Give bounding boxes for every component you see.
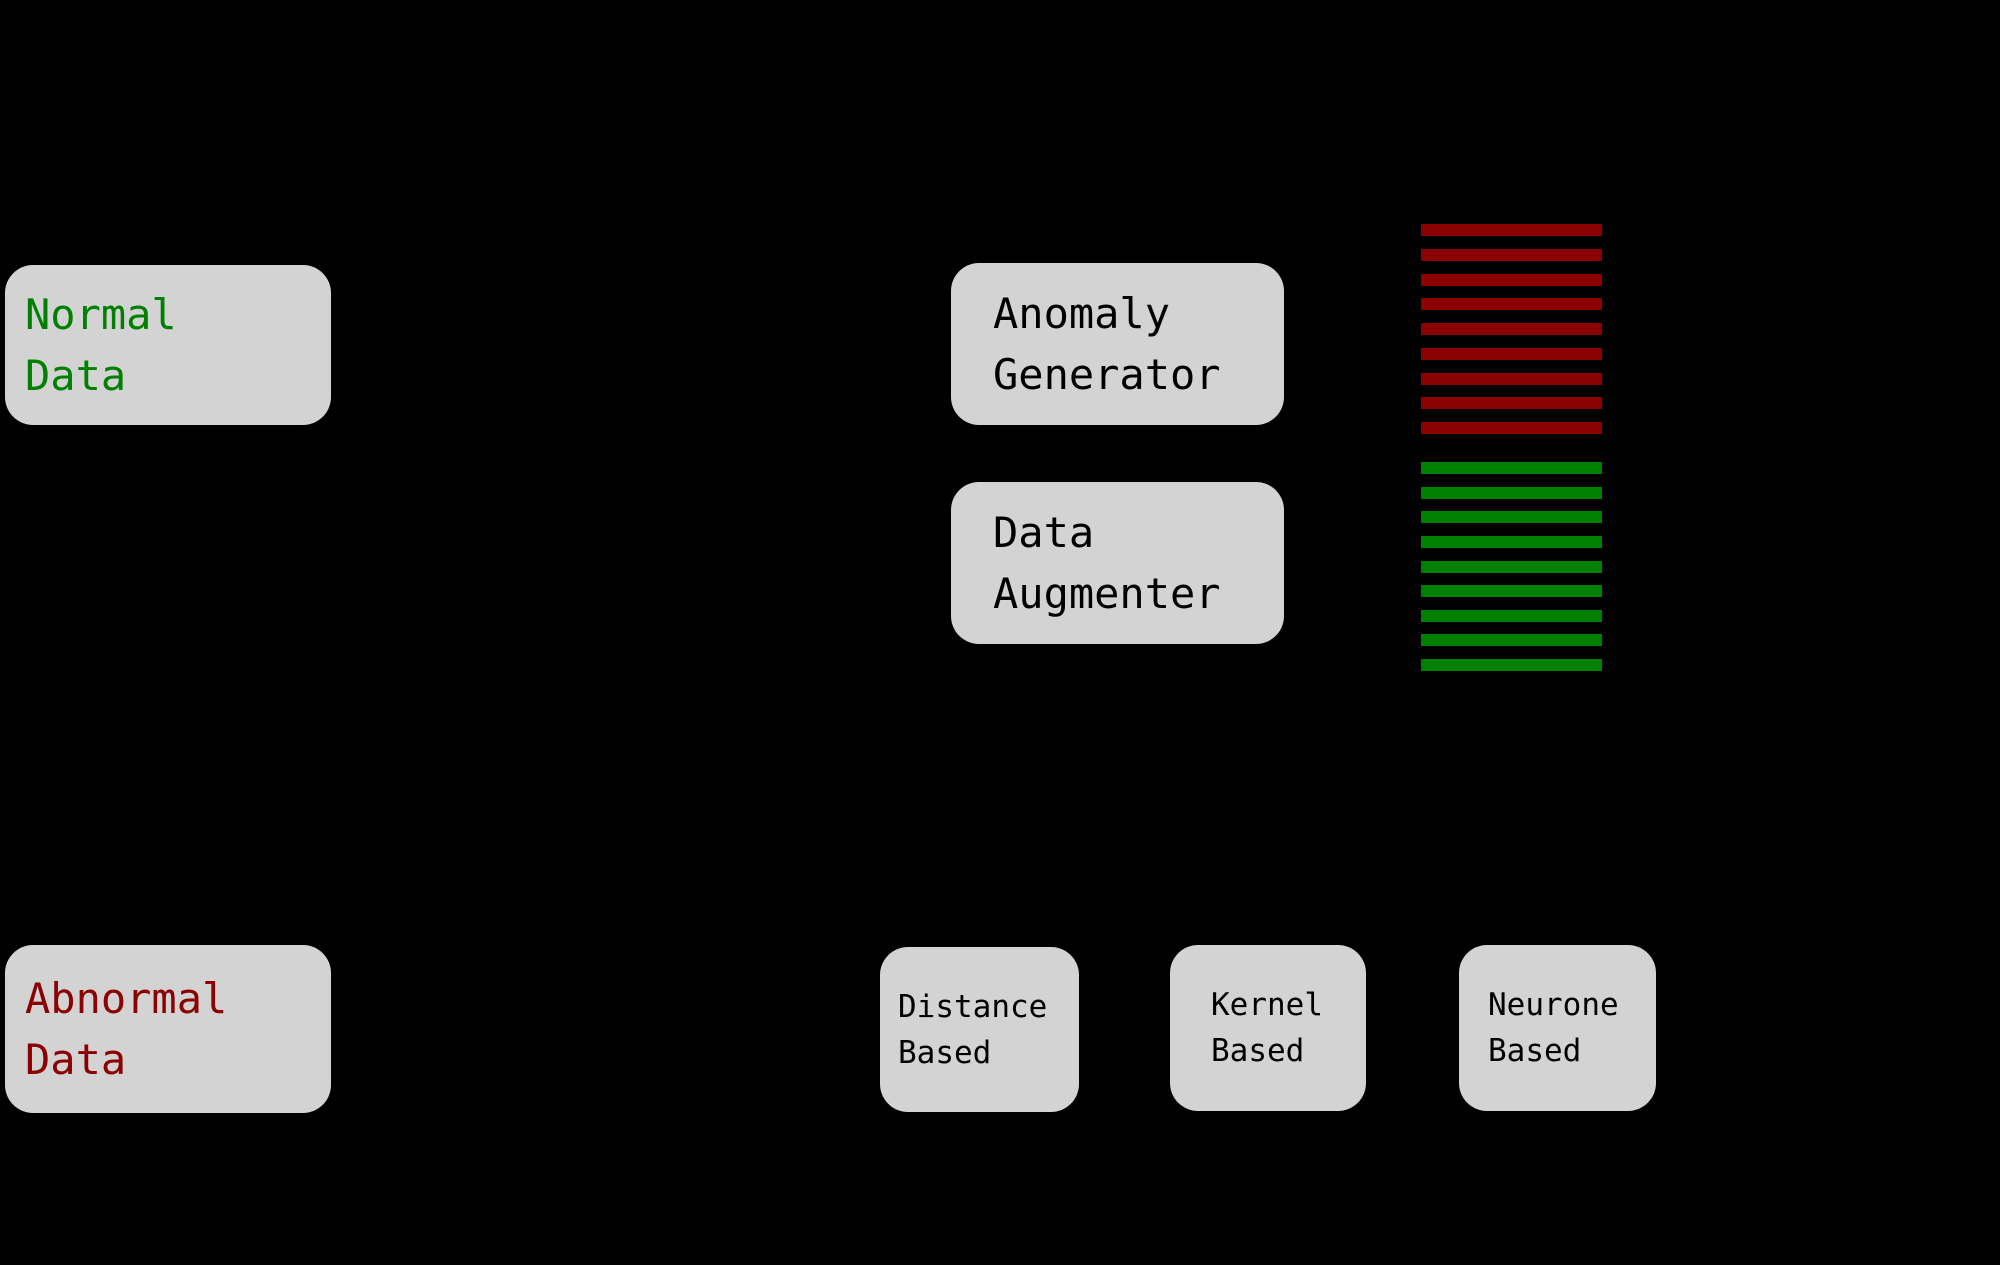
augmented-data-stripe — [1421, 560, 1602, 573]
node-abnormal-data-label-line1: Abnormal — [25, 974, 228, 1023]
node-anomaly-generator: Anomaly Generator — [951, 263, 1284, 425]
augmented-data-stripe — [1421, 486, 1602, 499]
node-normal-data-label-line1: Normal — [25, 290, 177, 339]
anomaly-data-stripe — [1421, 347, 1602, 360]
anomaly-data-stripe — [1421, 298, 1602, 311]
node-distance-based: Distance Based — [880, 947, 1079, 1112]
node-abnormal-data: Abnormal Data — [5, 945, 331, 1113]
augmented-data-stripe — [1421, 634, 1602, 647]
anomaly-data-stripe — [1421, 224, 1602, 236]
node-normal-data: Normal Data — [5, 265, 331, 425]
anomaly-data-stripe — [1421, 397, 1602, 410]
node-distance-based-label-line2: Based — [898, 1034, 992, 1071]
anomaly-data-stripe — [1421, 323, 1602, 335]
node-neurone-based: Neurone Based — [1459, 945, 1656, 1111]
augmented-data-stripe — [1421, 511, 1602, 524]
node-distance-based-label-line1: Distance — [898, 988, 1048, 1025]
augmented-data-stripe — [1421, 462, 1602, 474]
node-neurone-based-label-line1: Neurone — [1488, 987, 1619, 1023]
node-anomaly-generator-label-line2: Generator — [993, 350, 1221, 399]
node-abnormal-data-label-line2: Data — [25, 1035, 127, 1084]
augmented-data-stripe — [1421, 535, 1602, 548]
augmented-data-stripe — [1421, 609, 1602, 622]
node-data-augmenter-label-line2: Augmenter — [993, 569, 1221, 618]
node-anomaly-generator-label-line1: Anomaly — [993, 289, 1171, 338]
node-data-augmenter-label-line1: Data — [993, 508, 1095, 557]
anomaly-data-stripe — [1421, 422, 1602, 434]
anomaly-data-stripe — [1421, 248, 1602, 261]
generated-anomalies-stripe-stack — [1421, 224, 1602, 434]
augmented-data-stripe-stack — [1421, 462, 1602, 671]
node-data-augmenter: Data Augmenter — [951, 482, 1284, 644]
augmented-data-stripe — [1421, 585, 1602, 598]
anomaly-data-stripe — [1421, 372, 1602, 385]
anomaly-data-stripe — [1421, 273, 1602, 286]
node-kernel-based-label-line1: Kernel — [1211, 987, 1323, 1023]
augmented-data-stripe — [1421, 659, 1602, 671]
node-neurone-based-label-line2: Based — [1488, 1033, 1582, 1069]
node-normal-data-label-line2: Data — [25, 351, 127, 400]
node-kernel-based: Kernel Based — [1170, 945, 1366, 1111]
node-kernel-based-label-line2: Based — [1211, 1033, 1305, 1069]
